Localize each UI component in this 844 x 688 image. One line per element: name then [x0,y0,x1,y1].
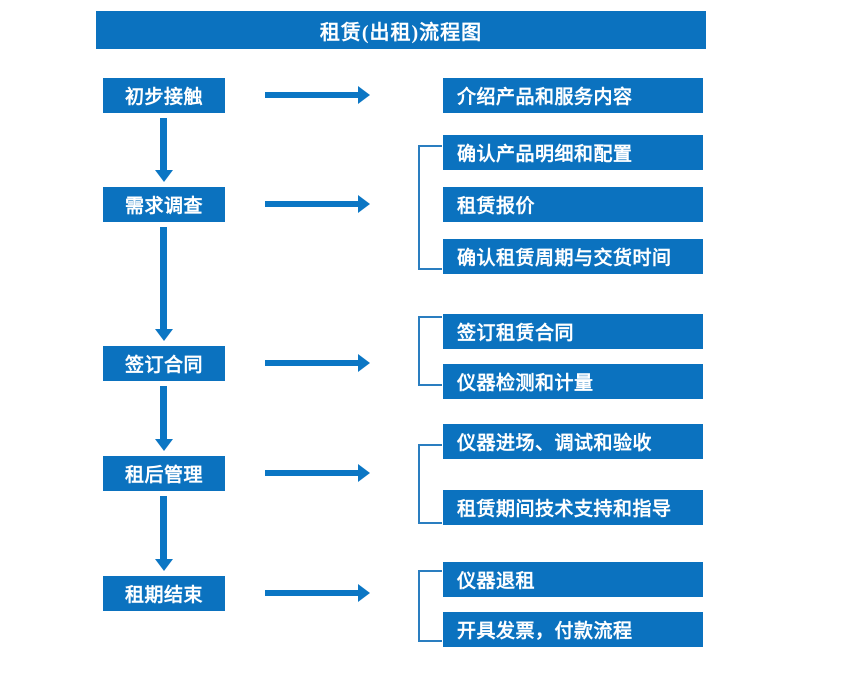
horizontal-arrow-icon-4 [265,462,370,484]
stage-box-租后管理[interactable]: 租后管理 [103,456,225,491]
vertical-arrow-icon-3 [152,386,176,451]
stage-box-签订合同[interactable]: 签订合同 [103,346,225,381]
detail-box-仪器进场调试和验收[interactable]: 仪器进场、调试和验收 [443,424,703,459]
horizontal-arrow-icon-5 [265,582,370,604]
bracket-connector-租后管理 [418,444,442,524]
detail-box-租赁报价[interactable]: 租赁报价 [443,187,703,222]
bracket-connector-租期结束 [418,570,442,642]
detail-box-确认产品明细和配置[interactable]: 确认产品明细和配置 [443,135,703,170]
detail-box-签订租赁合同[interactable]: 签订租赁合同 [443,314,703,349]
stage-box-需求调查[interactable]: 需求调查 [103,187,225,222]
horizontal-arrow-icon-2 [265,193,370,215]
vertical-arrow-icon-1 [152,118,176,182]
flowchart-title: 租赁(出租)流程图 [96,11,706,49]
detail-box-确认租赁周期与交货时间[interactable]: 确认租赁周期与交货时间 [443,239,703,274]
bracket-connector-需求调查 [418,145,442,270]
stage-box-租期结束[interactable]: 租期结束 [103,576,225,611]
detail-box-介绍产品和服务内容[interactable]: 介绍产品和服务内容 [443,78,703,113]
horizontal-arrow-icon-3 [265,352,370,374]
bracket-connector-签订合同 [418,316,442,386]
vertical-arrow-icon-2 [152,227,176,341]
horizontal-arrow-icon-1 [265,84,370,106]
detail-box-租赁期间技术支持和指导[interactable]: 租赁期间技术支持和指导 [443,490,703,525]
detail-box-开具发票付款流程[interactable]: 开具发票，付款流程 [443,612,703,647]
vertical-arrow-icon-4 [152,496,176,571]
detail-box-仪器检测和计量[interactable]: 仪器检测和计量 [443,364,703,399]
stage-box-初步接触[interactable]: 初步接触 [103,78,225,113]
detail-box-仪器退租[interactable]: 仪器退租 [443,562,703,597]
